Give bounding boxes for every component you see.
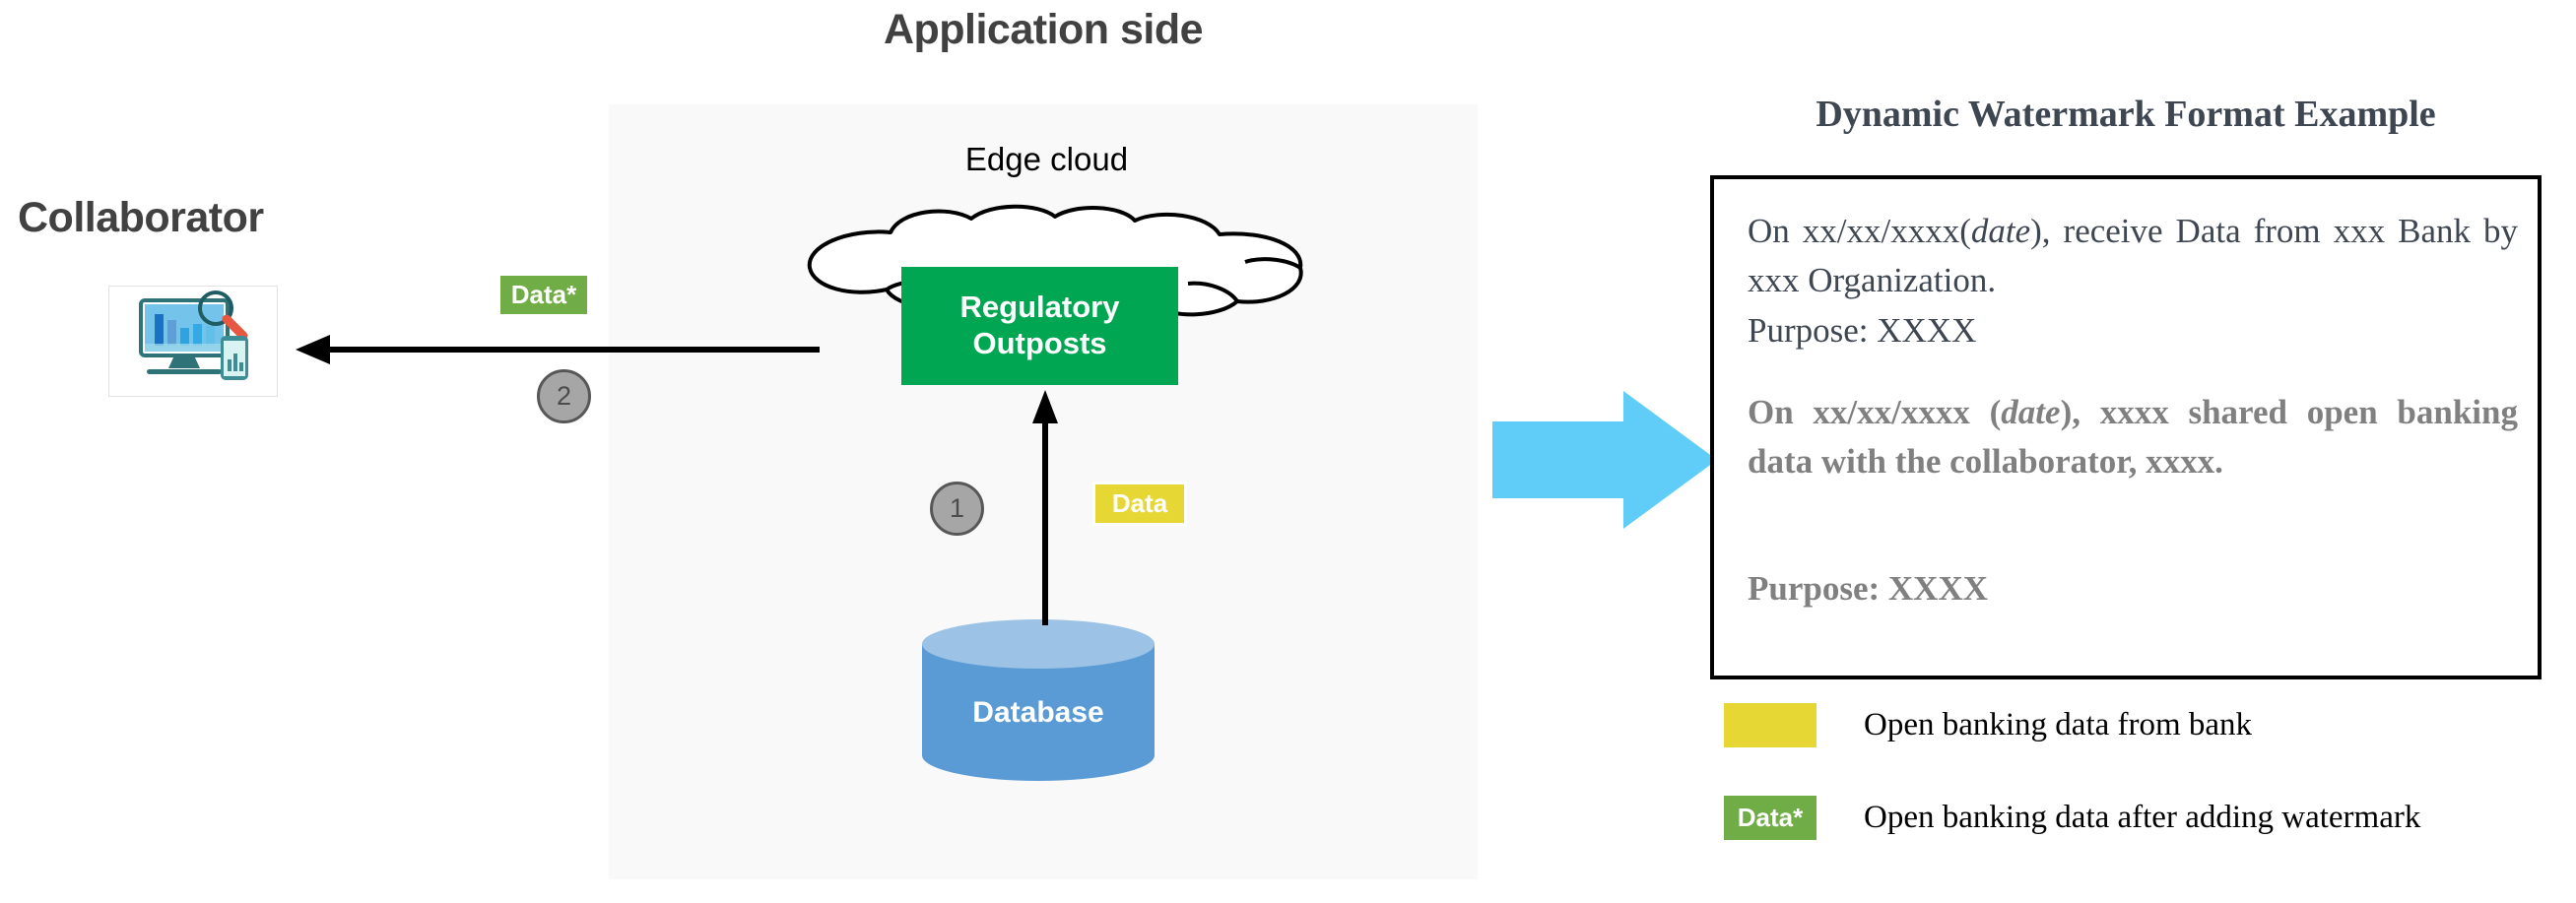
step-number-1: 1 <box>930 482 984 536</box>
watermark-paragraph-2: On xx/xx/xxxx (date), xxxx shared open b… <box>1748 388 2518 485</box>
edge-cloud-label: Edge cloud <box>964 141 1129 177</box>
application-side-title: Application side <box>883 6 1204 53</box>
watermark-example-box: On xx/xx/xxxx(date), receive Data from x… <box>1710 175 2542 679</box>
badge-data-star: Data* <box>497 273 590 317</box>
step-number-2: 2 <box>537 369 591 423</box>
regulatory-outposts-box[interactable]: Regulatory Outposts <box>901 267 1178 385</box>
legend-item-data-star: Data* Open banking data after adding wat… <box>1724 796 2420 840</box>
database-cylinder-icon <box>920 618 1156 781</box>
wm2-post: ), xxxx shared open banking data with th… <box>1748 393 2518 481</box>
watermark-purpose-1: Purpose: XXXX <box>1748 311 1977 350</box>
wm2-pre: On xx/xx/xxxx ( <box>1748 393 2002 431</box>
legend-swatch-data-star: Data* <box>1724 796 1816 840</box>
wm1-pre: On xx/xx/xxxx( <box>1748 212 1971 250</box>
badge-data: Data <box>1092 482 1187 526</box>
regulatory-outposts-line-2: Outposts <box>972 326 1107 360</box>
right-arrow-icon <box>1492 389 1719 532</box>
legend-item-data: Data Open banking data from bank <box>1724 703 2252 747</box>
watermark-paragraph-1: On xx/xx/xxxx(date), receive Data from x… <box>1748 207 2518 304</box>
legend-description-data: Open banking data from bank <box>1864 707 2253 742</box>
watermark-example-title: Dynamic Watermark Format Example <box>1816 94 2436 135</box>
collaborator-title: Collaborator <box>18 194 264 241</box>
wm2-date: date <box>2001 393 2061 431</box>
regulatory-outposts-line-1: Regulatory <box>959 290 1120 325</box>
wm1-date: date <box>1970 212 2031 250</box>
collaborator-analytics-icon <box>108 286 278 397</box>
wm1-post: ), receive Data from xxx Bank by xxx Org… <box>1748 212 2518 299</box>
watermark-purpose-2: Purpose: XXXX <box>1748 569 1989 608</box>
database-label: Database <box>972 696 1104 729</box>
legend-description-data-star: Open banking data after adding watermark <box>1864 800 2421 835</box>
legend-swatch-data: Data <box>1724 703 1816 747</box>
